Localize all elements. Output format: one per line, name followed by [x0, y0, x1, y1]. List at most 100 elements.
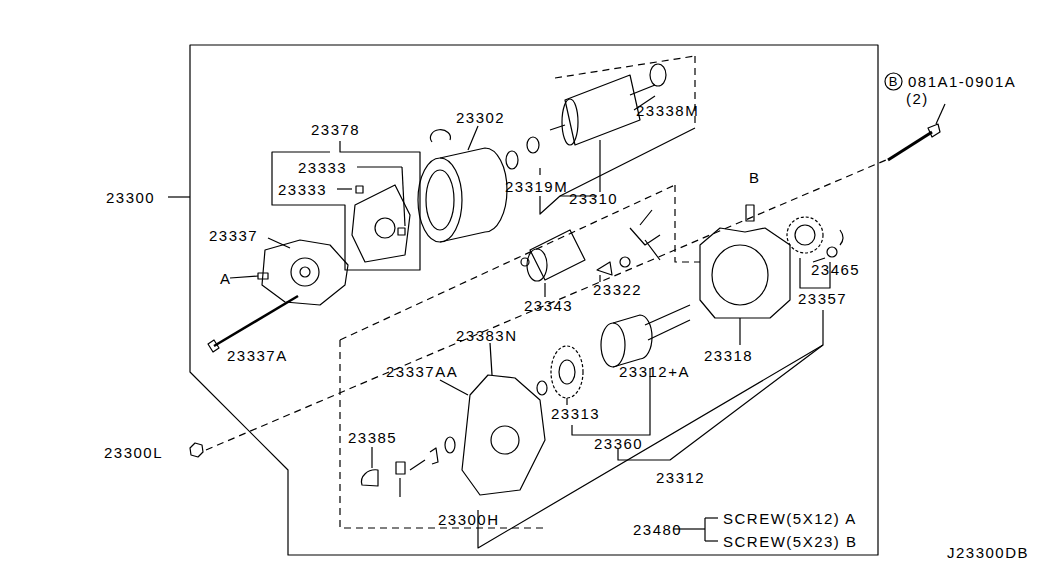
screw-spec: SCREW(5X12) A [722, 510, 858, 527]
shaft-23312-stroke [613, 315, 652, 367]
callout-number: A [219, 270, 233, 287]
brush-holder-23378-stroke [337, 188, 352, 189]
housing-23318-stroke [739, 318, 740, 345]
rear-cover-23337 [230, 238, 348, 305]
brush-holder-23378-stroke [375, 218, 395, 238]
long-bolt-23337A-stroke [208, 340, 219, 352]
front-cover-23383N-stroke [462, 375, 545, 495]
yoke-23302 [418, 126, 507, 242]
small-parts-23300H-stroke [430, 448, 438, 464]
gear-23313-stroke [566, 398, 567, 405]
small-parts-23300H-stroke [396, 462, 405, 474]
callout-number: 23338M [635, 102, 700, 119]
callout-number: 23333 [297, 159, 348, 176]
screw-bracket-23480-stroke [705, 540, 718, 541]
dashed-axis [206, 56, 886, 528]
pinion-23357-stroke [795, 225, 815, 245]
callout-number: 23480 [632, 521, 683, 538]
callout-number: 23322 [592, 281, 643, 298]
circled-letter-text: B [884, 72, 903, 88]
callout-number: 23312 [655, 469, 706, 486]
callout-number: 23318 [703, 347, 754, 364]
callout-number: 23357 [797, 290, 848, 307]
outline-frame [168, 45, 878, 555]
rear-cover-23337-stroke [291, 258, 319, 286]
armature-bracket-stroke [539, 168, 540, 175]
callout-number: 23465 [810, 261, 861, 278]
long-bolt-23337A-stroke [214, 296, 298, 346]
rear-cover-23337-stroke [262, 240, 348, 305]
front-cover-23383N-stroke [490, 343, 492, 375]
callout-number: B [748, 169, 762, 186]
small-parts-23300H-stroke [371, 447, 372, 468]
brush-holder-23378-stroke [352, 185, 410, 262]
rear-cover-23337-stroke [230, 276, 258, 278]
solenoid-23343-stroke [527, 249, 547, 281]
screw-bracket-23480-stroke [704, 518, 705, 541]
screw-bracket-23480-stroke [705, 517, 718, 518]
callout-number: 23300H [437, 511, 501, 528]
housing-23318 [700, 205, 790, 345]
housing-23318-stroke [746, 205, 754, 221]
dashed-axis-stroke [340, 340, 545, 528]
yoke-23302-stroke [426, 170, 454, 230]
shaft-23312-stroke [648, 320, 690, 340]
callout-number: 23300 [105, 189, 156, 206]
small-parts-23300H-stroke [445, 437, 455, 453]
housing-23318-stroke [700, 228, 790, 318]
callout-number: 23337AA [385, 363, 459, 380]
callout-number: 23302 [455, 109, 506, 126]
solenoid-23343-stroke [544, 283, 545, 297]
armature-bracket-stroke [540, 128, 695, 214]
gear-23313 [551, 310, 823, 460]
callout-number: 23333 [277, 181, 328, 198]
callout-number: 23319M [504, 178, 569, 195]
housing-23318-stroke [712, 245, 768, 305]
washers-23319M-stroke [527, 137, 539, 153]
small-parts-23300H-stroke [399, 478, 400, 497]
front-cover-23383N-stroke [491, 426, 519, 454]
gear-23313-stroke [559, 360, 575, 384]
callout-number: 23300L [103, 444, 164, 461]
callout-number: 23337A [226, 347, 289, 364]
rear-cover-23337-stroke [268, 238, 290, 248]
small-parts-23300H-stroke [361, 470, 378, 486]
yoke-23302-stroke [468, 126, 478, 150]
outline-frame-stroke [190, 45, 878, 555]
shaft-23312 [601, 305, 690, 395]
armature-23310-stroke [550, 125, 565, 130]
callout-number: 23385 [347, 429, 398, 446]
through-bolt-stroke [888, 132, 932, 160]
small-parts-23300H-stroke [440, 380, 468, 395]
callout-number: 23343 [523, 297, 574, 314]
nut-23300L [190, 443, 203, 457]
through-bolt-stroke [936, 104, 945, 124]
nut-23300L-stroke [190, 443, 203, 457]
solenoid-23343-stroke [521, 258, 529, 266]
callout-number: 23310 [568, 190, 619, 207]
dashed-axis-stroke [555, 56, 695, 78]
yoke-23302-stroke [418, 158, 462, 242]
brush-holder-23378 [272, 141, 420, 270]
front-cover-23383N [462, 343, 547, 495]
lever-23322-stroke [597, 262, 612, 275]
brush-holder-23378-stroke [356, 186, 363, 193]
armature-23310-stroke [562, 99, 578, 145]
front-cover-23383N-stroke [537, 381, 547, 395]
circled-letter: B [884, 72, 903, 91]
circle-ring [885, 73, 902, 90]
callout-number: 23383N [455, 327, 519, 344]
through-bolt [888, 104, 945, 160]
solenoid-23343-stroke [530, 230, 585, 280]
armature-23310-stroke [650, 64, 666, 86]
shaft-23312-stroke [645, 305, 690, 325]
armature-bracket [540, 128, 695, 214]
shaft-23312-stroke [601, 323, 625, 367]
pinion-23357-stroke [840, 230, 843, 245]
callout-number: 23378 [310, 121, 361, 138]
callout-number: 23337 [208, 227, 259, 244]
pinion-23357-stroke [827, 247, 837, 257]
armature-23310 [550, 64, 666, 192]
rear-cover-23337-stroke [258, 273, 268, 279]
